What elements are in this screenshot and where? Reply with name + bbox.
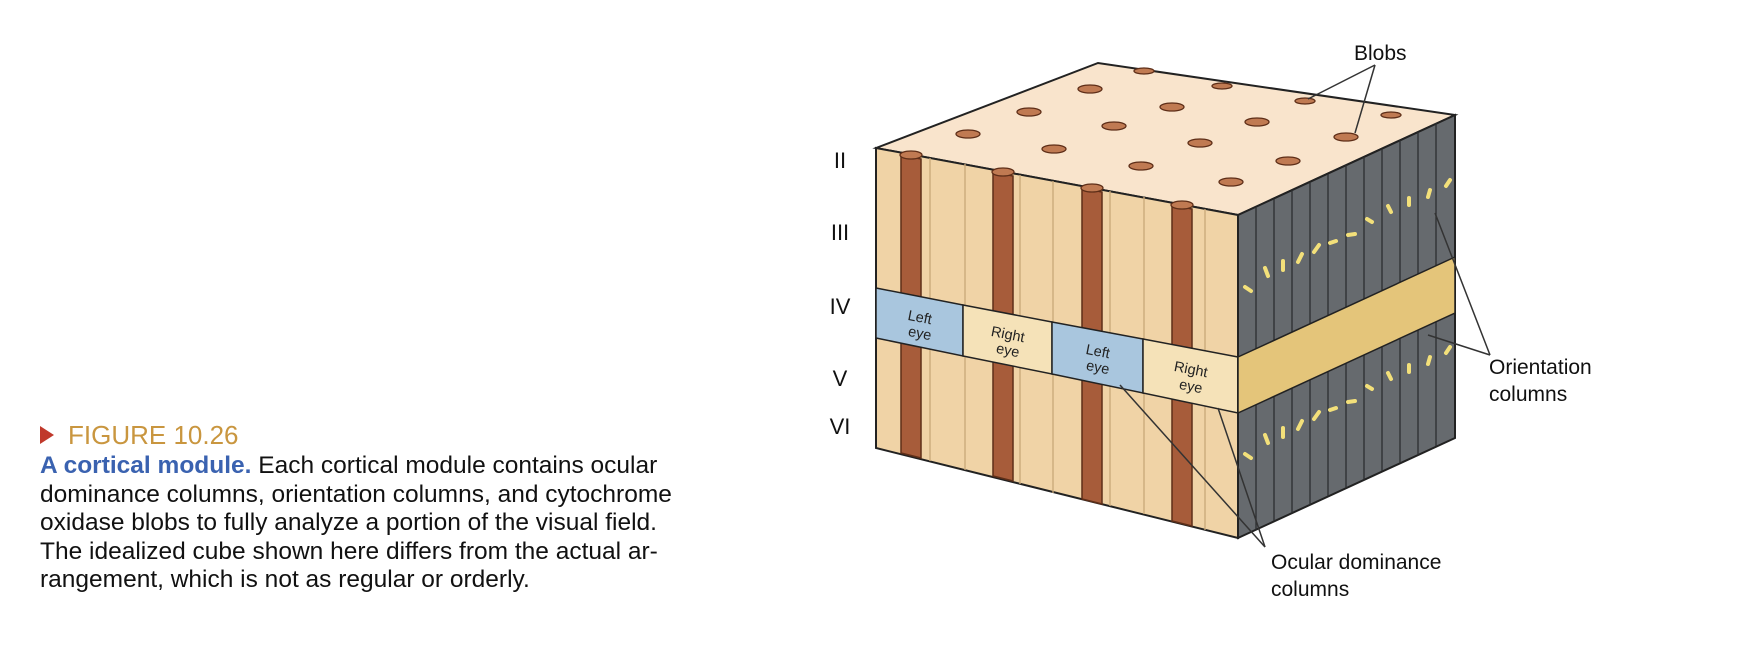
- callout-labels: Blobs Orientation columns Ocular dominan…: [1271, 42, 1592, 601]
- side-layer-iv: [1237, 255, 1456, 415]
- orientation-label-line2: columns: [1489, 383, 1567, 406]
- layer-label-v: V: [833, 366, 848, 391]
- eye-label-2-line1: Right: [990, 324, 1026, 346]
- layer-label-ii: II: [834, 148, 846, 173]
- caption-line-1: A cortical module. Each cortical module …: [40, 452, 760, 481]
- figure-text: A cortical module. Each cortical module …: [40, 452, 760, 595]
- caption-line-5: rangement, which is not as regular or or…: [40, 566, 530, 593]
- caption-line-3: oxidase blobs to fully analyze a portion…: [40, 509, 657, 536]
- layer-label-iii: III: [831, 220, 849, 245]
- layer-label-vi: VI: [830, 414, 851, 439]
- eye-label-4-line1: Right: [1173, 359, 1209, 381]
- eye-label-1-line1: Left: [906, 308, 933, 328]
- eye-label-4-line2: eye: [1178, 377, 1204, 397]
- caption-line-2: dominance columns, orientation columns, …: [40, 480, 672, 508]
- eye-label-1-line2: eye: [907, 324, 933, 344]
- layer-labels: II III IV V VI: [830, 148, 851, 439]
- caption-lead: A cortical module.: [40, 452, 252, 479]
- leader-lines: [1119, 64, 1491, 548]
- figure-caption: FIGURE 10.26 A cortical module. Each cor…: [40, 420, 760, 595]
- ocular-label-line1: Ocular dominance: [1271, 551, 1441, 574]
- eye-label-2-line2: eye: [995, 341, 1021, 361]
- eye-labels: Left eye Right eye Left eye Right eye: [906, 308, 1209, 397]
- figure-heading: FIGURE 10.26: [40, 420, 760, 450]
- orientation-label-line1: Orientation: [1489, 356, 1592, 379]
- layer-label-iv: IV: [830, 294, 851, 319]
- eye-label-3-line1: Left: [1084, 342, 1111, 362]
- blobs: [955, 67, 1402, 187]
- blobs-label: Blobs: [1354, 42, 1407, 65]
- ocular-label-line2: columns: [1271, 578, 1349, 601]
- column-tops: [899, 150, 1194, 210]
- caption-line-1-text: Each cortical module contains ocular: [251, 452, 658, 479]
- figure-number: FIGURE 10.26: [68, 420, 239, 450]
- caret-right-icon: [40, 426, 54, 444]
- caption-line-4: The idealized cube shown here differs fr…: [40, 537, 658, 565]
- eye-label-3-line2: eye: [1085, 358, 1111, 378]
- orientation-marks: [1243, 178, 1452, 460]
